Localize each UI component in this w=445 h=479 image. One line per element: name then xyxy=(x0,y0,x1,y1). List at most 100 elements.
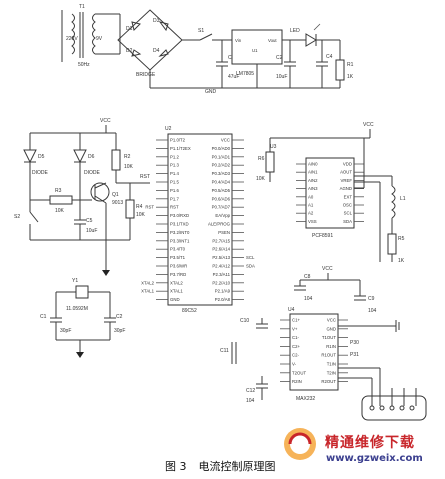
adc-right-pin-label: VDD xyxy=(343,162,352,167)
max-left-pin-label: V- xyxy=(292,362,297,367)
figure-title: 电流控制原理图 xyxy=(198,460,276,473)
transformer-ref: T1 xyxy=(79,4,85,10)
mcu-right-pin-label: PSEN xyxy=(218,230,230,235)
bridge-diode-1: D3 xyxy=(153,18,160,24)
reset-vcc: VCC xyxy=(100,118,111,124)
adc-right-pin-label: OSC xyxy=(343,203,352,208)
adc-left-pin-label: AIN3 xyxy=(308,186,318,191)
cap-c8-ref: C8 xyxy=(304,274,311,280)
mcu-left-pin-label: P1.6 xyxy=(170,188,179,193)
watermark-url: www.gzweix.com xyxy=(326,453,423,464)
max-right-pin-label: VCC xyxy=(327,318,336,323)
cap-c2-value: 10uF xyxy=(276,74,287,80)
max-right-pin-label: R1IN xyxy=(326,344,336,349)
mcu-left-pin-label: XTAL1 xyxy=(170,289,183,294)
bridge-diode-4: D2 xyxy=(126,48,133,54)
adc-left-pin-label: AIN2 xyxy=(308,178,318,183)
max-right-pin-label: GND xyxy=(326,326,336,331)
mcu-body xyxy=(167,133,233,306)
reset-circuit: VCC D5 DIODE D6 DIODE R2 10K RST R3 10K xyxy=(14,118,150,276)
mcu-right-net-label: SCL xyxy=(246,255,255,260)
mcu-left-pin-label: P1.5 xyxy=(170,180,179,185)
res-r4-ref: R4 xyxy=(136,204,143,210)
res-r5-ref: R5 xyxy=(398,236,405,242)
mcu-89c52: U2 89C52 P1.0/T2P1.1/T2EXP1.2P1.3P1.4P1.… xyxy=(141,126,255,314)
led-label: LED xyxy=(290,28,300,34)
adc-left-pin-label: A2 xyxy=(308,211,314,216)
mcu-right-pin-label: P0.4/AD4 xyxy=(212,180,231,185)
mcu-left-pin-label: P3.0/RXD xyxy=(170,213,189,218)
diode-d5-ref: D5 xyxy=(38,154,45,160)
mcu-left-net-label: XTAL2 xyxy=(141,280,154,285)
mcu-right-pin-label: EA/Vpp xyxy=(215,213,230,218)
mcu-right-pin-label: P0.5/AD5 xyxy=(212,188,231,193)
adc-vcc: VCC xyxy=(363,122,374,128)
adc-left-pin-label: VSS xyxy=(308,219,317,224)
transistor-type: 9013 xyxy=(112,200,123,206)
max-left-pin-label: V+ xyxy=(292,326,298,331)
mcu-right-pin-label: P0.3/AD3 xyxy=(212,171,231,176)
watermark-text: 精通维修下载 xyxy=(325,435,415,451)
mcu-left-pin-label: XTAL2 xyxy=(170,280,183,285)
res-r6-value: 10K xyxy=(256,176,266,182)
ground-label: GND xyxy=(205,89,217,95)
reg-vout: Vout xyxy=(268,38,277,43)
figure-number: 图 3 xyxy=(165,460,187,473)
cap-c12-value: 104 xyxy=(246,398,255,404)
mcu-left-pin-label: P1.3 xyxy=(170,163,179,168)
mcu-part: 89C52 xyxy=(182,308,197,314)
res-r1-ref: R1 xyxy=(347,62,354,68)
adc-part: PCF8591 xyxy=(312,233,333,239)
max232-body xyxy=(289,313,339,391)
net-p30: P30 xyxy=(350,340,359,346)
mcu-right-pin-label: ALE/PROG xyxy=(208,222,231,227)
max-part: MAX232 xyxy=(296,396,315,402)
mains-voltage: 220V xyxy=(66,36,78,42)
cap-c5-value: 10uF xyxy=(86,228,97,234)
adc-left-pin-label: AIN1 xyxy=(308,170,318,175)
mcu-left-pin-label: P1.2 xyxy=(170,154,179,159)
diode-d6-ref: D6 xyxy=(88,154,95,160)
adc-right-pin-label: SCL xyxy=(344,211,353,216)
cap-c12-ref: C12 xyxy=(246,388,255,394)
crystal-freq: 11.0592M xyxy=(66,306,88,312)
mcu-left-pin-label: P1.7 xyxy=(170,196,179,201)
max-left-pin-label: C2+ xyxy=(292,344,300,349)
cap-xc2-ref: C2 xyxy=(116,314,123,320)
mcu-right-pin-label: P0.7/AD7 xyxy=(212,205,231,210)
cap-c9-value: 104 xyxy=(368,308,377,314)
cap-c1-ref: C1 xyxy=(228,55,235,61)
max232: VCC C8 104 C9 104 U4 MAX232 C1+V+C1-C2+C… xyxy=(220,266,427,421)
mcu-right-pin-label: P2.2/A10 xyxy=(212,280,230,285)
regulator-7805 xyxy=(231,29,283,65)
cap-c4-ref: C4 xyxy=(326,54,333,60)
adc-pcf8591: VCC R6 10K PCF8591 U3 AIN0AIN1AIN2AIN3A0… xyxy=(256,122,406,264)
cap-c8-value: 104 xyxy=(304,296,313,302)
figure-caption: 图 3 电流控制原理图 xyxy=(165,460,288,474)
res-r3-ref: R3 xyxy=(55,188,62,194)
reg-vin: Vin xyxy=(235,38,242,43)
mcu-left-pin-label: P3.4/T0 xyxy=(170,247,186,252)
mcu-right-pin-label: P2.6/A14 xyxy=(212,247,230,252)
mcu-right-pin-label: P0.6/AD6 xyxy=(212,196,231,201)
reset-net: RST xyxy=(140,174,150,180)
bridge-label: BRIDGE xyxy=(136,72,156,78)
max-left-pin-label: C2- xyxy=(292,353,299,358)
max-right-pin-label: T1IN xyxy=(327,362,336,367)
adc-right-pin-label: SDA xyxy=(343,219,352,224)
cap-xc2-value: 30pF xyxy=(114,328,125,334)
diode-d6-type: DIODE xyxy=(84,170,101,176)
cap-c11-ref: C11 xyxy=(220,348,229,354)
mcu-left-pin-label: P3.2/INT0 xyxy=(170,230,190,235)
mcu-left-pin-label: P1.4 xyxy=(170,171,179,176)
res-r4-value: 10K xyxy=(136,212,146,218)
mcu-right-pin-label: P0.1/AD1 xyxy=(212,154,231,159)
mcu-left-pin-label: P3.7/RD xyxy=(170,272,186,277)
mcu-ref: U2 xyxy=(165,126,172,132)
mcu-right-pin-label: P0.0/AD0 xyxy=(212,146,231,151)
crystal-ref: Y1 xyxy=(72,278,78,284)
adc-right-pin-label: VREF xyxy=(341,178,353,183)
mcu-right-pin-label: P0.2/AD2 xyxy=(212,163,231,168)
max-right-pin-label: R2OUT xyxy=(321,379,336,384)
